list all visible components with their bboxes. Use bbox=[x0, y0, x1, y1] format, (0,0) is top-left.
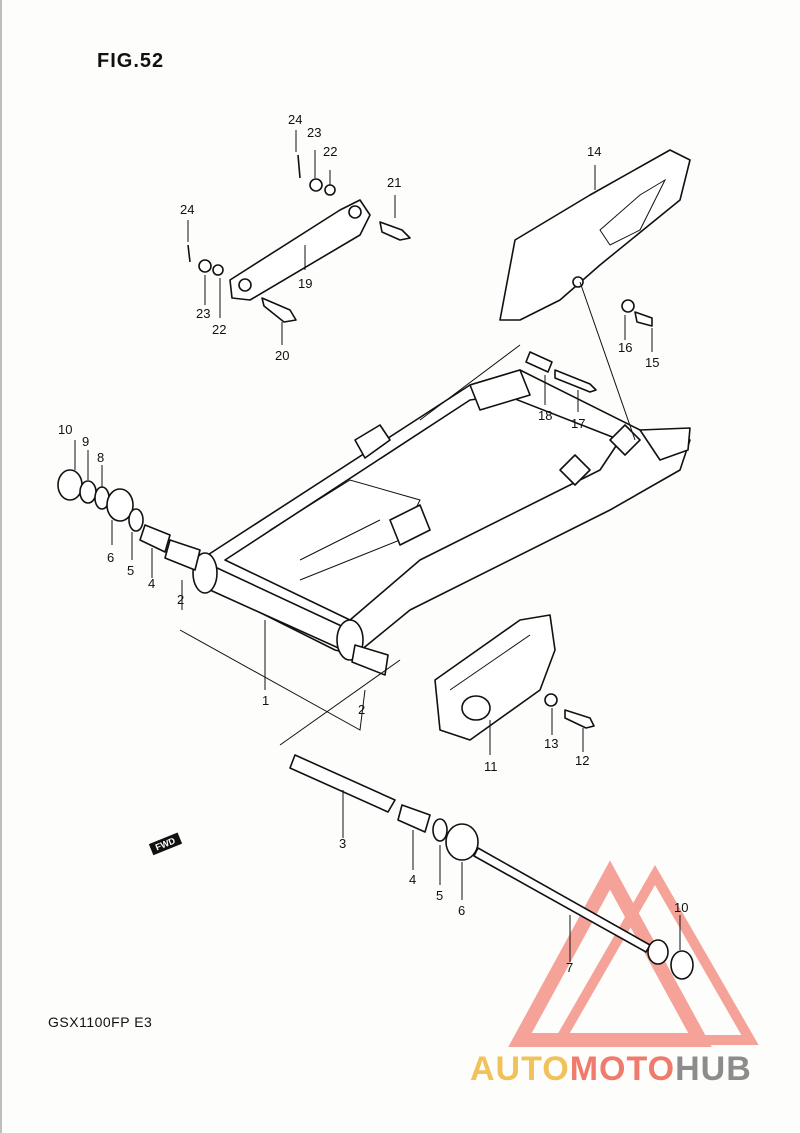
callout-14: 14 bbox=[587, 144, 601, 159]
callout-5a: 5 bbox=[127, 563, 134, 578]
callout-7: 7 bbox=[566, 960, 573, 975]
callout-18: 18 bbox=[538, 408, 552, 423]
washer-22b bbox=[212, 264, 224, 276]
bearing-2-upper bbox=[164, 539, 201, 571]
callout-labels: 1 2 2 3 4 4 5 5 6 6 7 8 9 10 10 11 12 13… bbox=[58, 112, 688, 975]
callout-3: 3 bbox=[339, 836, 346, 851]
callout-6b: 6 bbox=[458, 903, 465, 918]
watermark-part-auto: AUTO bbox=[470, 1050, 570, 1088]
callout-8: 8 bbox=[97, 450, 104, 465]
chain-guard-14 bbox=[499, 149, 691, 321]
bolt-20 bbox=[261, 297, 297, 323]
bushing-4-right bbox=[397, 804, 431, 833]
callout-10b: 10 bbox=[674, 900, 688, 915]
callout-24b: 24 bbox=[180, 202, 194, 217]
callout-19: 19 bbox=[298, 276, 312, 291]
watermark-part-hub: HUB bbox=[675, 1050, 752, 1088]
washer-13 bbox=[544, 693, 558, 707]
callout-20: 20 bbox=[275, 348, 289, 363]
torque-link-19 bbox=[229, 199, 371, 301]
washer-16 bbox=[621, 299, 635, 313]
callout-15: 15 bbox=[645, 355, 659, 370]
chain-buffer-11 bbox=[434, 614, 556, 741]
callout-22b: 22 bbox=[212, 322, 226, 337]
bolt-15 bbox=[634, 311, 653, 327]
callout-2b: 2 bbox=[358, 702, 365, 717]
callout-23b: 23 bbox=[196, 306, 210, 321]
callout-4b: 4 bbox=[409, 872, 416, 887]
cotter-pin-24b bbox=[187, 244, 191, 263]
washer-22a bbox=[324, 184, 336, 196]
seal-6-right bbox=[445, 823, 479, 861]
figure-title: FIG.52 bbox=[97, 50, 165, 72]
callout-1: 1 bbox=[262, 693, 269, 708]
washer-5-left bbox=[128, 508, 144, 532]
callout-11: 11 bbox=[484, 759, 498, 774]
callout-17: 17 bbox=[571, 416, 585, 431]
callout-6a: 6 bbox=[107, 550, 114, 565]
callout-22a: 22 bbox=[323, 144, 337, 159]
watermark-logo: AUTOMOTOHUB bbox=[470, 1050, 752, 1089]
callout-9: 9 bbox=[82, 434, 89, 449]
callout-16: 16 bbox=[618, 340, 632, 355]
bolt-17 bbox=[554, 369, 597, 393]
callout-13: 13 bbox=[544, 736, 558, 751]
nut-23a bbox=[309, 178, 323, 192]
nut-23b bbox=[198, 259, 212, 273]
callout-2a: 2 bbox=[177, 592, 184, 607]
pivot-shaft-7 bbox=[473, 847, 651, 953]
swingarm bbox=[192, 369, 691, 661]
page-border bbox=[0, 0, 2, 1133]
leader-lines bbox=[74, 130, 681, 962]
cap-10-right bbox=[670, 950, 694, 980]
washer-5-right bbox=[432, 818, 448, 842]
callout-4a: 4 bbox=[148, 576, 155, 591]
callout-5b: 5 bbox=[436, 888, 443, 903]
cotter-pin-24a bbox=[297, 154, 301, 179]
callout-12: 12 bbox=[575, 753, 589, 768]
spacer-3 bbox=[289, 754, 396, 813]
callout-24a: 24 bbox=[288, 112, 302, 127]
seal-6-left bbox=[106, 488, 134, 522]
bushing-4-left bbox=[139, 524, 171, 553]
bolt-21 bbox=[379, 221, 411, 241]
spacer-18 bbox=[525, 351, 553, 373]
nut-7 bbox=[647, 939, 669, 965]
watermark-part-moto: MOTO bbox=[569, 1050, 676, 1088]
callout-10a: 10 bbox=[58, 422, 72, 437]
cap-10-left bbox=[57, 469, 83, 501]
callout-21: 21 bbox=[387, 175, 401, 190]
bolt-12 bbox=[564, 709, 595, 729]
bearing-2-lower bbox=[351, 644, 389, 676]
callout-23a: 23 bbox=[307, 125, 321, 140]
model-code: GSX1100FP E3 bbox=[48, 1014, 153, 1030]
nut-9 bbox=[79, 480, 97, 504]
